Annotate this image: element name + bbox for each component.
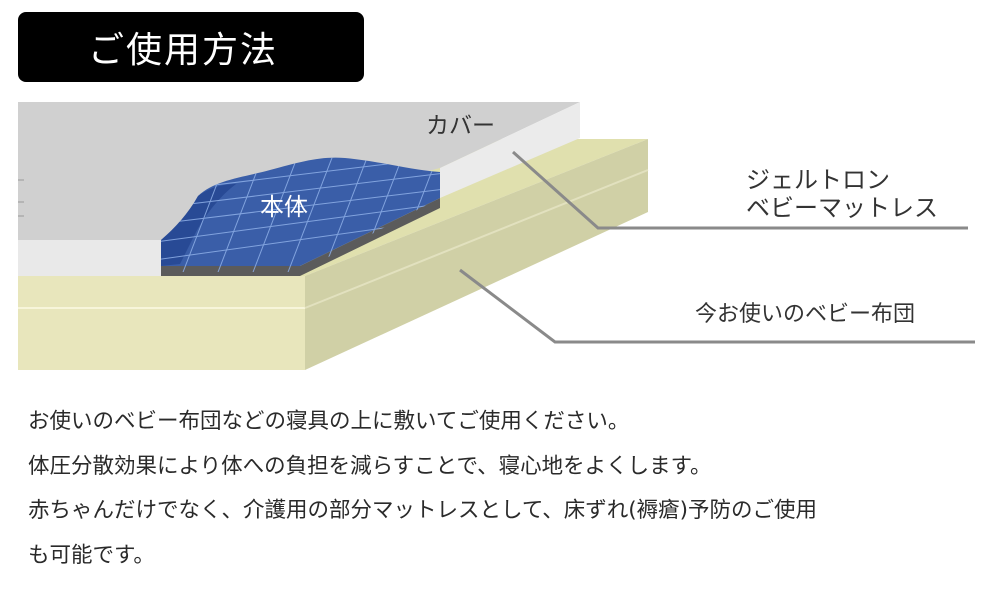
layer-diagram: 本体 カバー ジェルトロン ベビーマットレス 今お使いのベビー布団 <box>18 102 975 370</box>
mattress-label-line2: ベビーマットレス <box>746 194 938 222</box>
cover-label: カバー <box>426 113 495 139</box>
core-layer: 本体 <box>161 157 440 276</box>
futon-leader-line <box>459 268 975 344</box>
futon-front-face <box>18 276 305 370</box>
cover-front-edge <box>18 240 161 276</box>
cover-right-edge <box>440 102 580 198</box>
description-line-4: も可能です。 <box>28 542 155 568</box>
description-line-2: 体圧分散効果により体への負担を減らすことで、寝心地をよくします。 <box>28 453 712 479</box>
page-title: ご使用方法 <box>88 30 279 71</box>
futon-label: 今お使いのベビー布団 <box>695 302 915 327</box>
description-line-3: 赤ちゃんだけでなく、介護用の部分マットレスとして、床ずれ(褥瘡)予防のご使用 <box>28 498 818 524</box>
mattress-leader-line <box>512 150 968 230</box>
core-shadow <box>161 184 236 266</box>
description-line-1: お使いのベビー布団などの寝具の上に敷いてご使用ください。 <box>28 409 630 434</box>
title-badge: ご使用方法 <box>18 12 364 82</box>
core-label: 本体 <box>260 193 308 221</box>
description: お使いのベビー布団などの寝具の上に敷いてご使用ください。 体圧分散効果により体へ… <box>28 400 978 578</box>
futon-side-seam <box>304 169 649 309</box>
core-base <box>161 198 440 276</box>
mattress-label-line1: ジェルトロン <box>746 166 890 194</box>
